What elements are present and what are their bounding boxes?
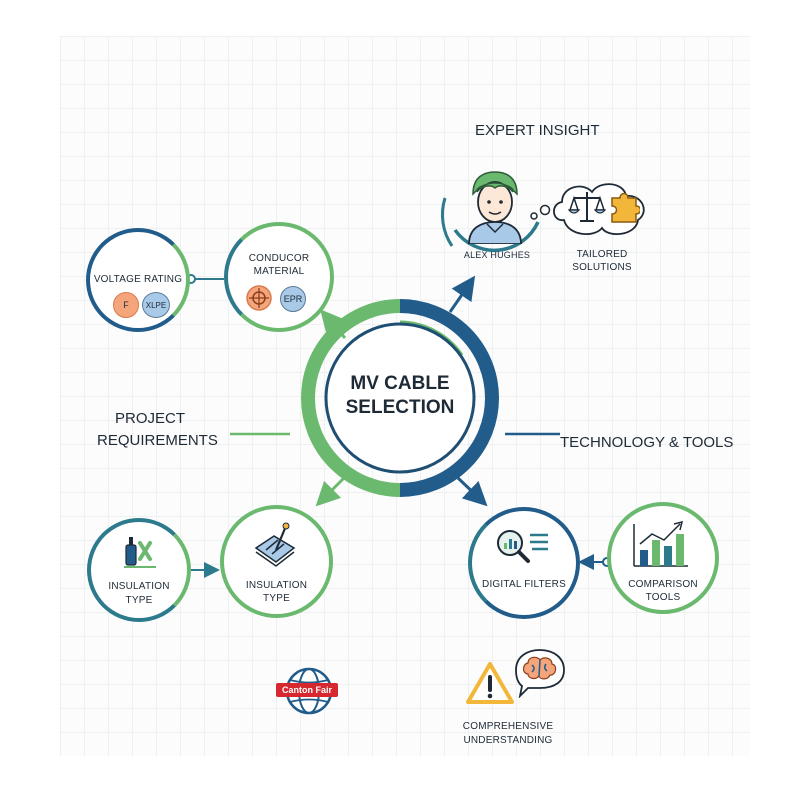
node-conductor-material — [224, 222, 334, 332]
balance-scale-icon — [567, 192, 607, 222]
person-avatar-icon — [468, 171, 522, 244]
center-ring-green — [301, 299, 401, 497]
magnifier-chart-icon — [497, 530, 548, 563]
section-project-requirements-2: REQUIREMENTS — [97, 432, 218, 449]
center-title-line1: MV CABLE — [350, 373, 450, 394]
puzzle-piece-icon — [611, 192, 640, 223]
expert-name-label: ALEX HUGHES — [463, 250, 531, 260]
arrow-to-insulation — [315, 476, 346, 507]
section-technology-tools: TECHNOLOGY & TOOLS — [560, 434, 734, 451]
section-project-requirements-1: PROJECT — [115, 410, 186, 427]
voltage-chip-f: F — [113, 292, 139, 318]
conductor-label-2: MATERIAL — [253, 266, 305, 277]
insulation-right-label-1: INSULATION — [245, 580, 308, 591]
comparison-tools-label-2: TOOLS — [645, 592, 681, 603]
insulation-left-label-1: INSULATION — [108, 581, 170, 592]
bar-chart-trend-icon — [633, 520, 688, 567]
cable-connector-icon — [124, 537, 156, 568]
brain-speech-bubble-icon — [515, 649, 565, 698]
insulation-left-label-2: TYPE — [125, 595, 153, 606]
voltage-rating-label: VOLTAGE RATING — [93, 274, 183, 285]
arrow-to-digital — [456, 476, 488, 507]
conductor-label-1: CONDUCOR — [248, 253, 310, 264]
warning-triangle-icon — [466, 662, 514, 704]
node-comparison-tools — [607, 502, 719, 614]
tailored-label-2: SOLUTIONS — [572, 262, 632, 273]
arrow-to-conductor — [320, 309, 347, 339]
comparison-tools-label-1: COMPARISON — [628, 579, 698, 590]
arrow-to-expert — [448, 275, 476, 313]
center-title-line2: SELECTION — [345, 397, 455, 418]
node-insulation-type-left — [87, 518, 191, 622]
node-digital-filters — [468, 507, 580, 619]
conductor-chip-epr: EPR — [280, 286, 306, 312]
comprehensive-label-1: COMPREHENSIVE — [462, 721, 554, 732]
section-expert-insight: EXPERT INSIGHT — [475, 122, 600, 139]
insulation-right-label-2: TYPE — [263, 593, 290, 604]
canton-fair-badge: Canton Fair — [276, 683, 339, 697]
node-voltage-rating — [86, 228, 190, 332]
voltage-chip-xlpe: XLPE — [142, 292, 170, 318]
center-title: MV CABLE SELECTION — [330, 372, 470, 420]
center-inner-circle — [324, 322, 476, 474]
expert-arc — [453, 221, 540, 253]
center-ring-navy — [399, 299, 499, 497]
digital-filters-label: DIGITAL FILTERS — [482, 579, 566, 590]
target-icon — [246, 285, 272, 311]
comprehensive-label-2: UNDERSTANDING — [463, 735, 553, 746]
insulation-layer-icon — [254, 522, 296, 567]
tailored-label-1: TAILORED — [576, 249, 628, 260]
